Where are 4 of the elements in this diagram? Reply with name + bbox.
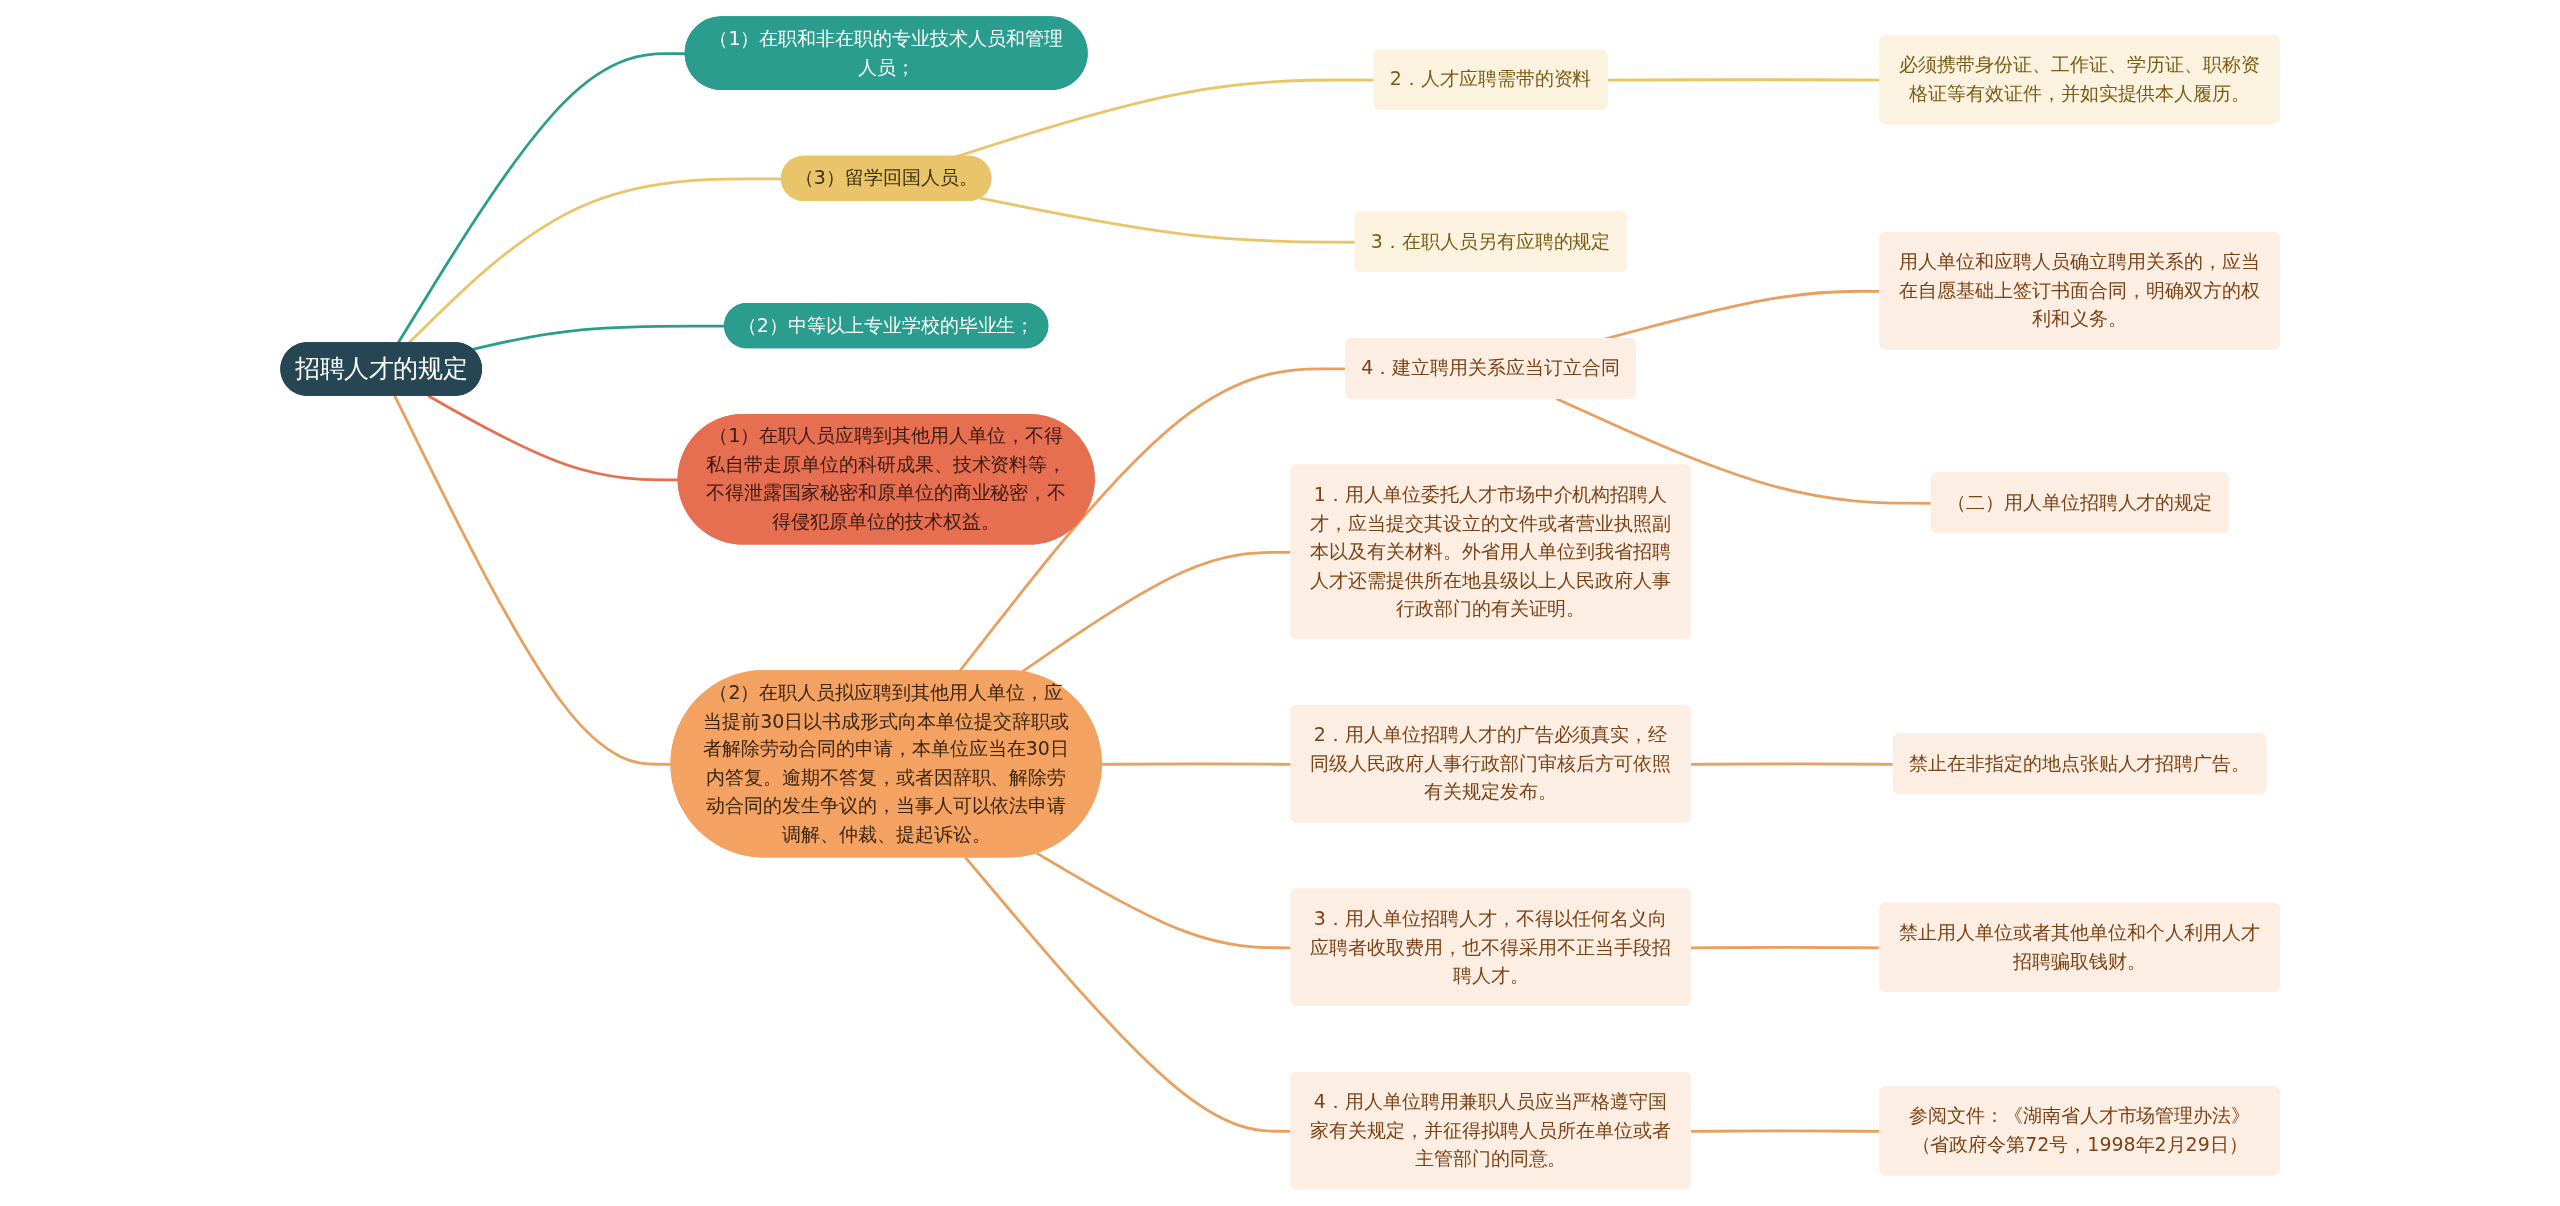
connector	[1555, 397, 1932, 505]
connector	[427, 394, 679, 482]
connector	[1690, 762, 1894, 766]
connector	[979, 196, 1356, 244]
